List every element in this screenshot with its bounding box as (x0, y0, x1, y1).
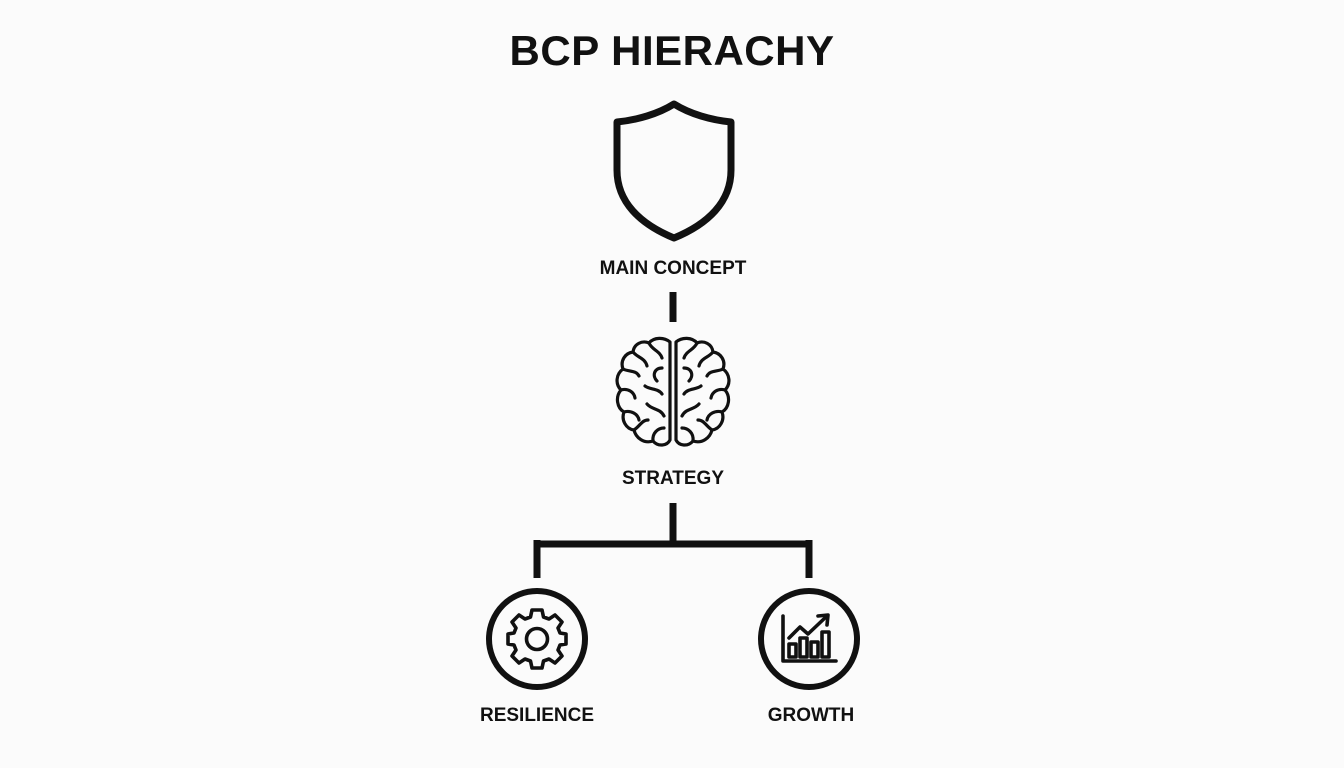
node-label-strategy: STRATEGY (621, 468, 725, 489)
gear-icon (486, 588, 588, 690)
node-label-growth: GROWTH (767, 705, 855, 726)
growth-chart-icon (758, 588, 860, 690)
node-label-main: MAIN CONCEPT (599, 258, 747, 279)
node-main (610, 98, 738, 244)
shield-icon (613, 100, 735, 242)
node-label-resilience: RESILIENCE (479, 705, 595, 726)
node-resilience (484, 586, 590, 692)
node-strategy (612, 334, 734, 450)
brain-icon (615, 336, 731, 447)
node-growth (756, 586, 862, 692)
diagram-title: BCP HIERACHY (509, 27, 835, 74)
